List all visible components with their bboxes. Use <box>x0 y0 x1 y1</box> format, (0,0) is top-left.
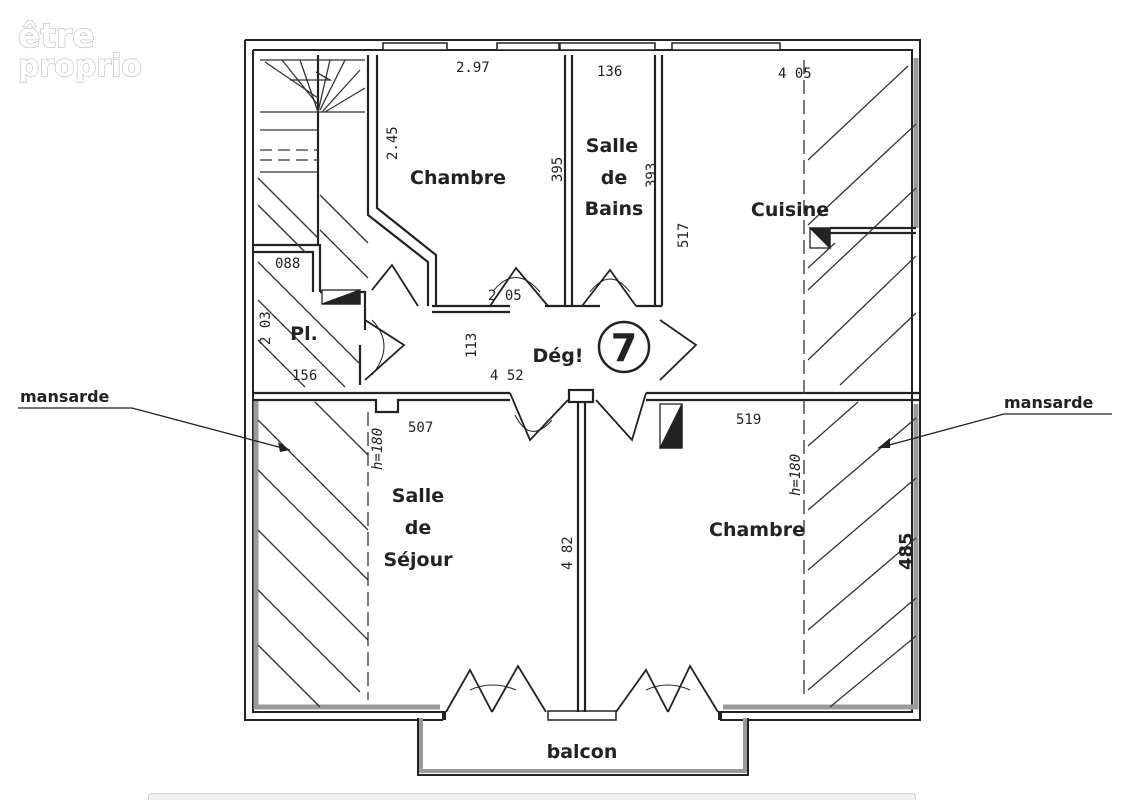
room-labels: Chambre Salle de Bains Cuisine Pl. Dég! … <box>290 135 829 763</box>
height-annotations: h=180 h=180 <box>370 428 804 496</box>
room-label-sejour-line1: Salle <box>392 485 444 507</box>
dim-203: 2 03 <box>258 311 274 345</box>
height-right: h=180 <box>788 454 804 496</box>
room-label-sejour-line2: de <box>405 517 432 539</box>
dim-395: 395 <box>550 157 566 182</box>
room-label-degagement: Dég! <box>533 345 584 367</box>
dim-245: 2.45 <box>385 126 401 160</box>
plan-number-badge: 7 <box>597 320 651 374</box>
room-label-sdb-line3: Bains <box>585 198 644 220</box>
dim-452: 4 52 <box>490 368 524 384</box>
dim-113: 113 <box>464 333 480 358</box>
mansarde-height-lines <box>367 60 805 700</box>
balcony <box>417 710 749 776</box>
dim-517: 517 <box>676 223 692 248</box>
watermark-line1: être <box>18 16 95 55</box>
watermark-line2: proprio <box>18 49 142 84</box>
watermark-logo: être proprio <box>17 15 142 84</box>
dim-405: 4 05 <box>778 66 812 82</box>
room-label-chambre-bottom: Chambre <box>709 519 805 541</box>
room-label-placard: Pl. <box>290 323 318 345</box>
room-label-sdb-line2: de <box>601 167 628 189</box>
room-label-cuisine: Cuisine <box>751 199 829 221</box>
dim-519: 519 <box>736 412 761 428</box>
plan-number: 7 <box>611 326 637 370</box>
bottom-panel-edge <box>148 793 916 800</box>
mansarde-annotations: mansarde mansarde <box>18 387 1112 452</box>
dim-156: 156 <box>292 368 317 384</box>
ducts <box>321 227 831 449</box>
dim-088: 088 <box>275 256 300 272</box>
dim-136: 136 <box>597 64 622 80</box>
dimension-labels: 2.97 136 4 05 2.45 395 393 517 088 2 03 … <box>258 60 917 570</box>
dim-393: 393 <box>644 163 660 188</box>
hatching <box>257 65 917 708</box>
room-label-balcon: balcon <box>547 741 618 763</box>
annotation-mansarde-right: mansarde <box>1004 393 1094 412</box>
room-label-chambre-top: Chambre <box>410 167 506 189</box>
dim-297: 2.97 <box>456 60 490 76</box>
dim-485: 485 <box>896 532 917 570</box>
room-label-sejour-line3: Séjour <box>383 549 453 571</box>
mansarde-shading <box>253 58 919 710</box>
annotation-mansarde-left: mansarde <box>20 387 110 406</box>
dim-507: 507 <box>408 420 433 436</box>
dim-205: 2 05 <box>488 288 522 304</box>
dim-482: 4 82 <box>560 536 576 570</box>
staircase <box>260 59 366 173</box>
doors <box>364 263 719 713</box>
height-left: h=180 <box>370 428 386 470</box>
room-label-sdb-line1: Salle <box>586 135 638 157</box>
top-windows <box>382 42 781 51</box>
interior-walls <box>253 55 920 712</box>
